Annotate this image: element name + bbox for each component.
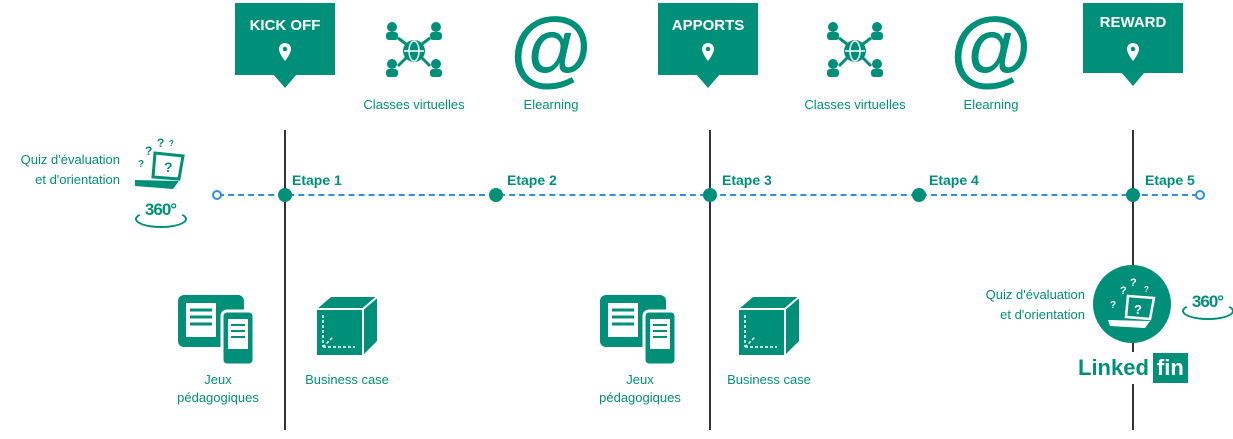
at-sign-icon: @ [950,0,1032,94]
step-1-label: Etape 1 [292,172,342,188]
step-3-label: Etape 3 [722,172,772,188]
location-pin-icon [279,43,291,61]
kickoff-marker: KICK OFF [235,3,335,88]
timeline-start [212,190,222,200]
svg-text:?: ? [164,159,173,175]
virtual-class-icon [386,22,442,77]
step-1-dot [278,188,292,202]
svg-text:?: ? [169,139,174,148]
svg-text:?: ? [157,136,164,150]
svg-text:?: ? [1134,302,1142,317]
quiz-line-2: et d'orientation [1000,307,1085,322]
jeux-label-2: Jeux pédagogiques [599,372,681,405]
location-pin-icon [702,43,714,61]
svg-text:?: ? [1120,285,1127,297]
quiz-label-start: Quiz d'évaluation et d'orientation [0,150,120,190]
quiz-line-1: Quiz d'évaluation [20,152,120,167]
quiz-laptop-icon: ???? ? [135,136,185,189]
svg-text:?: ? [145,144,152,158]
virtual-class-icon [827,22,883,77]
kickoff-label: KICK OFF [249,17,321,34]
jeux-label-1: Jeux pédagogiques [177,372,259,405]
reward-marker: REWARD [1083,3,1183,86]
360-icon: 360° [133,200,188,228]
svg-text:?: ? [1110,300,1116,311]
location-pin-icon [1127,43,1139,61]
at-sign-icon: @ [510,0,592,94]
quiz-line-1: Quiz d'évaluation [985,287,1085,302]
elearning-label-1: Elearning [523,97,579,112]
step-5-label: Etape 5 [1145,172,1195,188]
business-case-label-1: Business case [305,372,389,387]
svg-text:?: ? [138,159,144,170]
step-2-label: Etape 2 [507,172,557,188]
quiz-label-end: Quiz d'évaluation et d'orientation [955,285,1085,325]
step-4-label: Etape 4 [929,172,979,188]
linkedfin-text: Linked [1078,355,1149,380]
svg-text:?: ? [1144,285,1149,294]
classes-virtuelles-label-2: Classes virtuelles [804,97,906,112]
classes-virtuelles-label-1: Classes virtuelles [363,97,465,112]
360-icon: 360° [1180,292,1233,320]
step-2-dot [489,188,503,202]
reward-label: REWARD [1099,14,1167,31]
step-5-dot [1126,188,1140,202]
elearning-label-2: Elearning [963,97,1019,112]
apports-label: APPORTS [671,17,745,34]
linkedfin-logo: Linked fin [1078,352,1188,384]
svg-text:?: ? [1130,277,1137,289]
kickoff-line [284,130,286,430]
quiz-line-2: et d'orientation [35,172,120,187]
linkedfin-badge: fin [1152,353,1188,383]
quiz-laptop-circle-icon: ???? ? [1093,265,1171,343]
apports-marker: APPORTS [658,3,758,88]
apports-line [709,130,711,430]
cube-icon [317,296,378,355]
step-4-dot [912,188,926,202]
business-case-label-2: Business case [727,372,811,387]
cube-icon [739,296,800,355]
educational-games-icon [178,295,254,365]
step-3-dot [703,188,717,202]
educational-games-icon [600,295,676,365]
timeline-end [1195,190,1205,200]
